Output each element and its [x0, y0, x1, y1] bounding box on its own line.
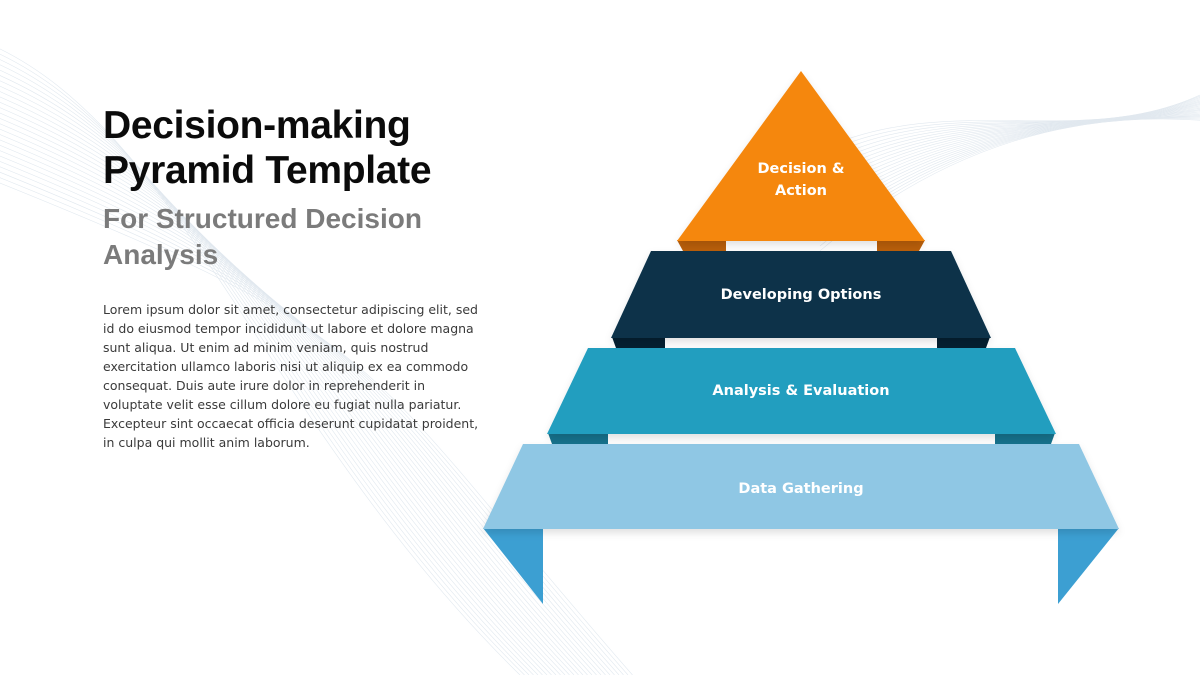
layer-4-band — [483, 444, 1119, 529]
background-wave-line — [0, 69, 539, 675]
background-wave-line — [0, 139, 597, 675]
layer-3-label: Analysis & Evaluation — [712, 383, 889, 399]
background-wave-line — [819, 101, 1200, 180]
title-line-2: Pyramid Template — [103, 149, 432, 192]
background-wave-line — [0, 107, 570, 675]
background-wave-line — [0, 59, 530, 675]
subtitle-line-1: For Structured Decision — [103, 203, 422, 234]
background-wave-line — [0, 75, 543, 675]
pyramid-layer-analysis-evaluation: Analysis & Evaluation — [547, 348, 1056, 444]
body-paragraph: Lorem ipsum dolor sit amet, consectetur … — [103, 302, 479, 450]
layer-4-left-tab — [483, 528, 543, 604]
background-wave-line — [0, 80, 548, 675]
background-wave-line — [0, 150, 606, 675]
layer-2-label: Developing Options — [721, 287, 882, 303]
subtitle-line-2: Analysis — [103, 239, 219, 270]
background-wave-line — [0, 64, 534, 675]
layer-3-left-tab — [548, 433, 608, 444]
background-wave-line — [0, 118, 579, 675]
pyramid-layer-data-gathering: Data Gathering — [483, 444, 1119, 604]
layer-2-right-tab — [937, 337, 990, 348]
page-subtitle: For Structured Decision Analysis — [103, 201, 523, 273]
background-wave-line — [0, 91, 557, 675]
pyramid-layer-decision-action: Decision & Action — [677, 71, 925, 251]
background-wave-line — [0, 145, 602, 675]
pyramid-layer-developing-options: Developing Options — [611, 251, 991, 348]
background-wave-line — [0, 112, 575, 675]
layer-1-right-tab — [877, 240, 925, 251]
background-wave-line — [819, 97, 1200, 160]
layer-4-right-tab — [1058, 528, 1119, 604]
layer-3-band — [547, 348, 1056, 434]
layer-1-triangle — [677, 71, 925, 241]
background-wave-line — [819, 94, 1200, 151]
background-wave-line — [819, 103, 1200, 184]
background-wave-line — [0, 134, 593, 675]
background-wave-line — [819, 98, 1200, 165]
layer-1-label-line-1: Decision & — [757, 161, 844, 177]
page-title: Decision-making Pyramid Template — [103, 103, 523, 193]
background-wave-line — [0, 48, 521, 675]
background-wave-line — [819, 99, 1200, 170]
background-wave-line — [0, 128, 588, 675]
background-wave-line — [0, 123, 584, 675]
background-wave-line — [819, 100, 1200, 175]
background-wave-line — [0, 102, 566, 675]
layer-1-label-line-2: Action — [775, 183, 827, 199]
background-wave-line — [819, 104, 1200, 189]
background-wave-line — [0, 85, 552, 675]
layer-2-left-tab — [612, 337, 665, 348]
layer-2-band — [611, 251, 991, 338]
background-wave-line — [0, 96, 561, 675]
layer-1-left-tab — [677, 240, 726, 251]
layer-3-right-tab — [995, 433, 1055, 444]
layer-4-label: Data Gathering — [738, 481, 863, 497]
title-line-1: Decision-making — [103, 104, 411, 147]
background-wave-line — [0, 53, 525, 675]
background-wave-line — [819, 95, 1200, 156]
